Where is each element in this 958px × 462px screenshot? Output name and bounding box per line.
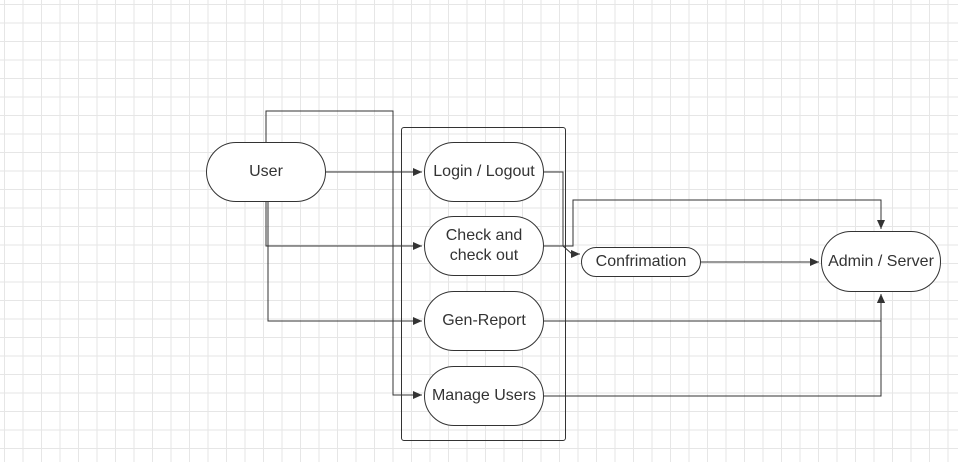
login-logout-node[interactable]: Login / Logout — [424, 142, 544, 202]
manage-users-node[interactable]: Manage Users — [424, 366, 544, 426]
check-in-out-node[interactable]: Check and check out — [424, 216, 544, 276]
confirmation-node[interactable]: Confrimation — [581, 247, 701, 277]
gen-report-node[interactable]: Gen-Report — [424, 291, 544, 351]
user-node[interactable]: User — [206, 142, 326, 202]
check-in-out-label: Check and check out — [445, 227, 523, 264]
edge-user-to-checkinout — [265, 202, 422, 250]
edge-checkinout-to-admin — [544, 199, 885, 247]
login-logout-label: Login / Logout — [433, 163, 535, 180]
manage-users-label: Manage Users — [431, 387, 537, 404]
edge-genreport-to-admin — [544, 294, 885, 322]
edge-user-to-genreport — [267, 202, 422, 325]
user-label: User — [249, 163, 283, 180]
edge-manageusers-to-admin — [544, 294, 885, 397]
gen-report-label: Gen-Report — [442, 312, 526, 329]
admin-server-label: Admin / Server — [828, 252, 934, 270]
use-case-container[interactable] — [401, 127, 566, 441]
confirmation-label: Confrimation — [595, 253, 687, 270]
admin-server-node[interactable]: Admin / Server — [821, 231, 941, 292]
edge-user-to-manageusers — [265, 110, 422, 399]
